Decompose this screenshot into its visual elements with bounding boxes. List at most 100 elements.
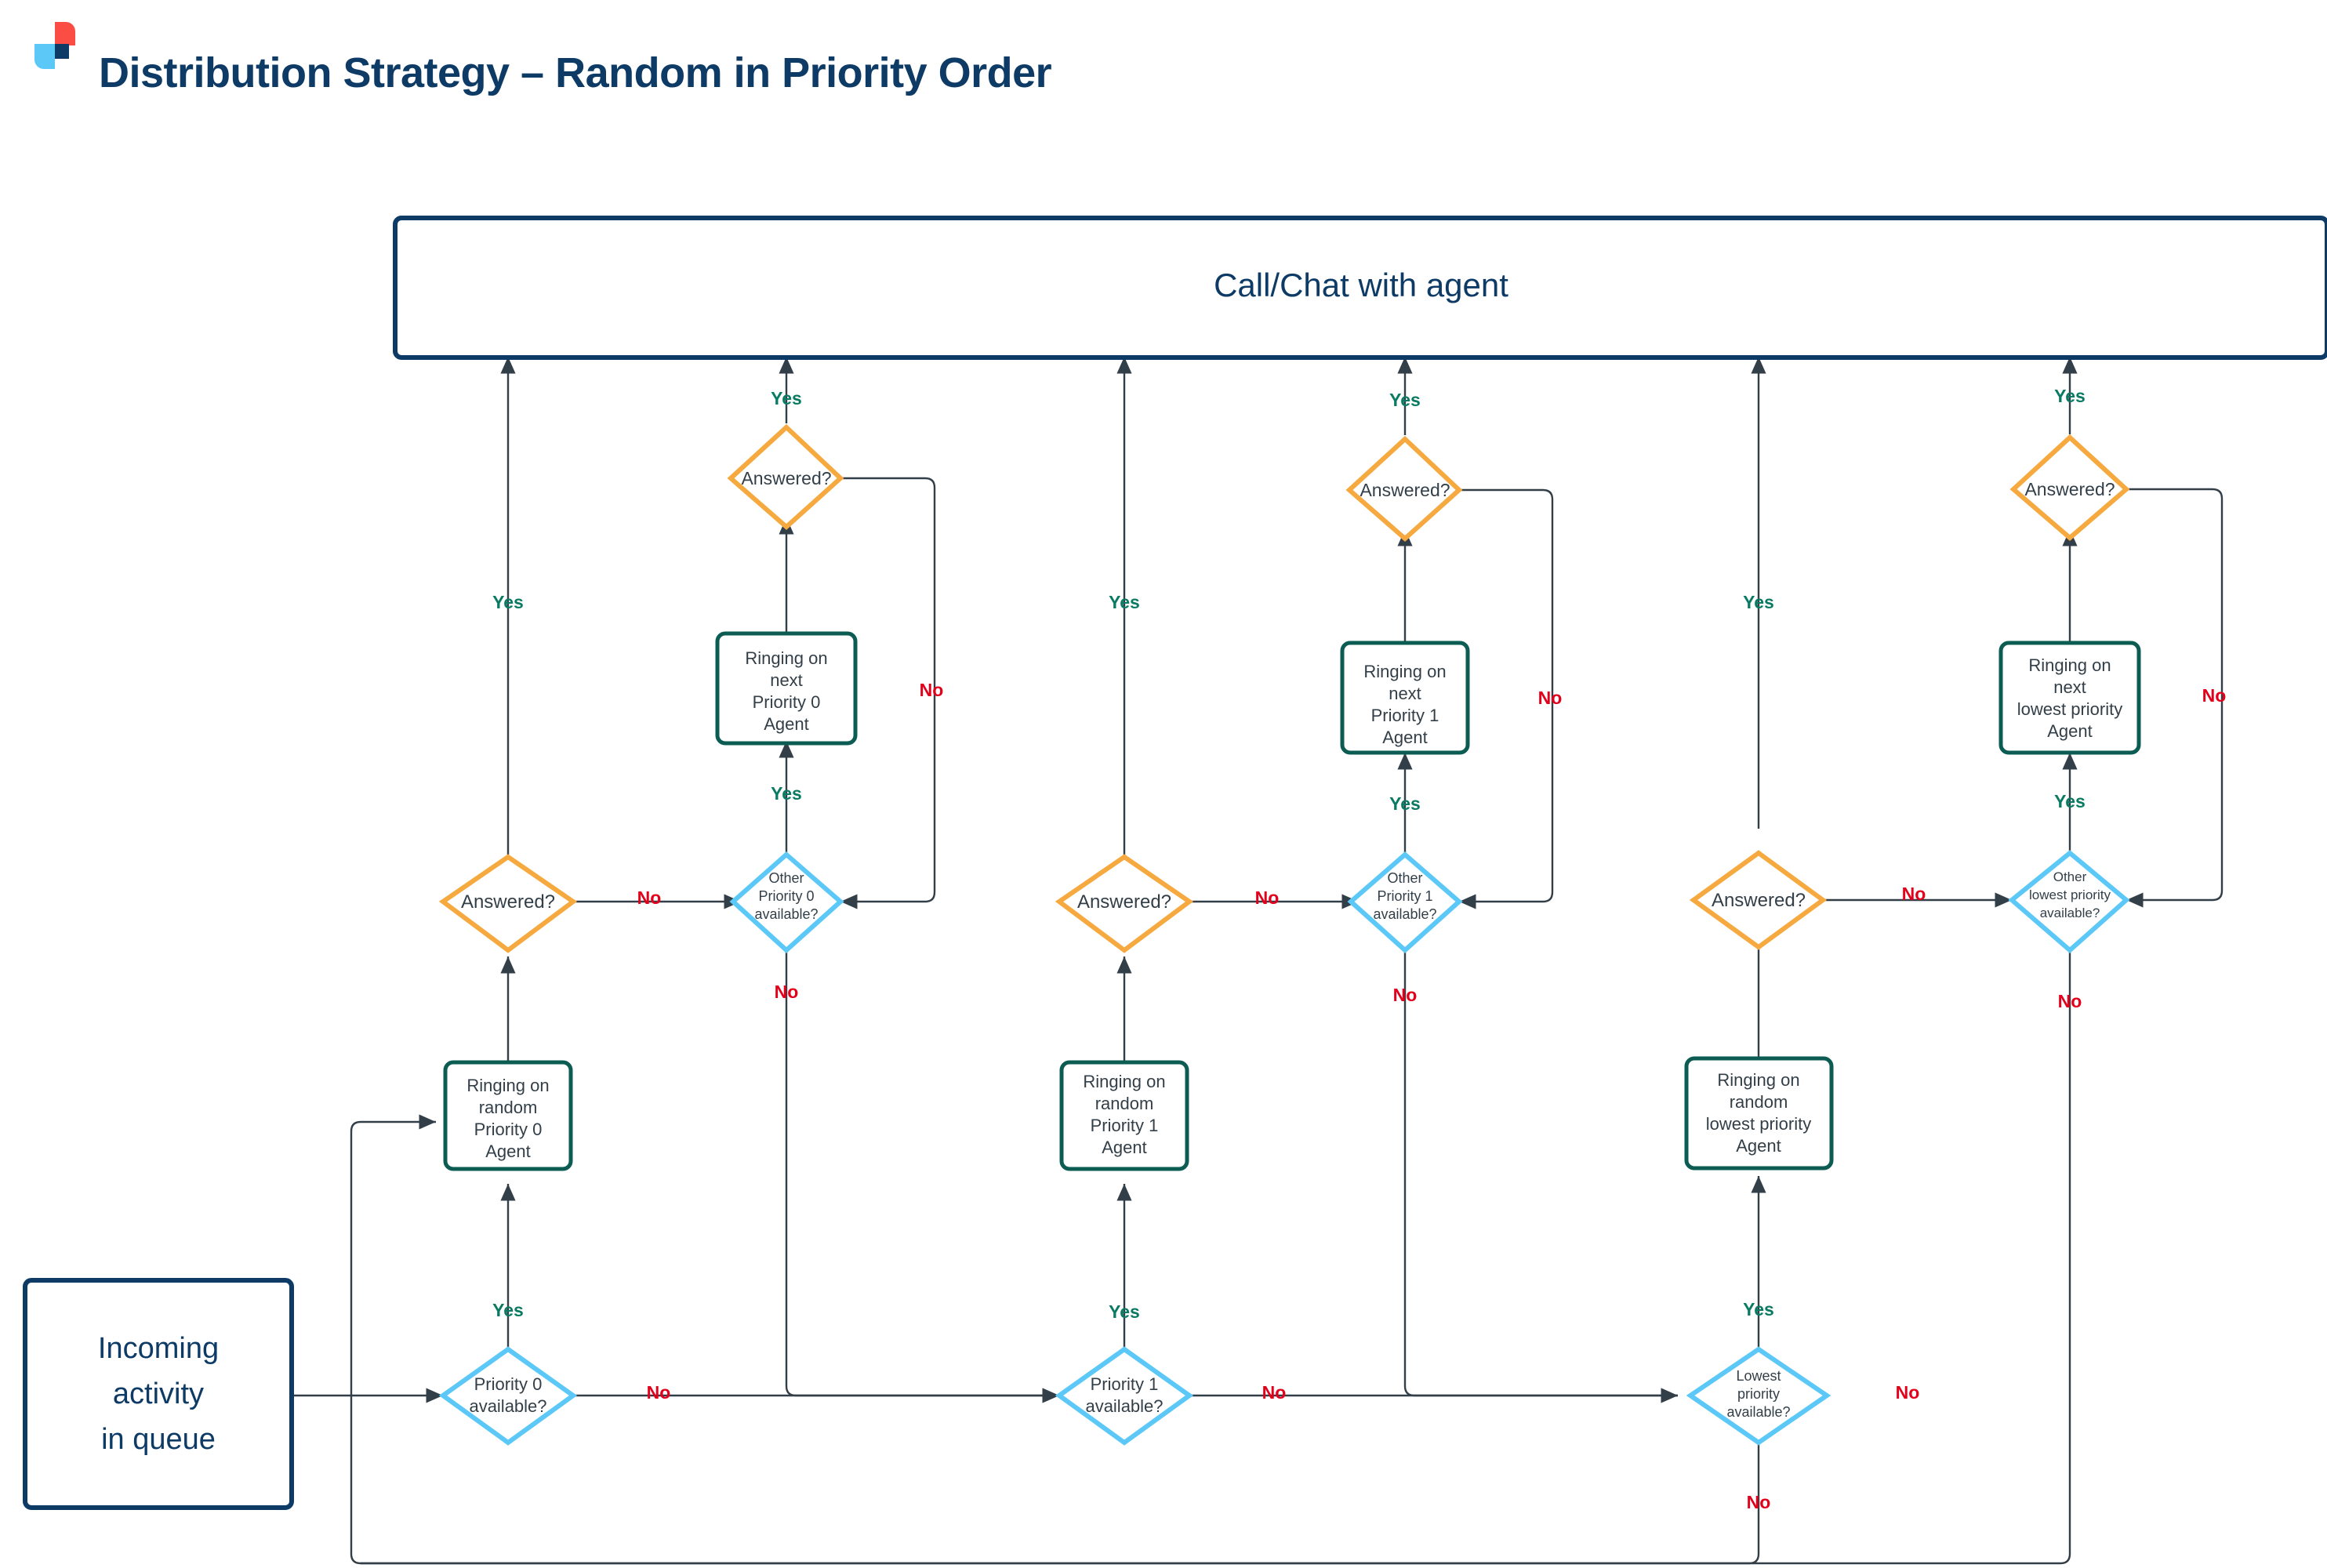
label-p1other-yes: Yes: [1389, 793, 1421, 814]
lp-other-l3: available?: [2040, 906, 2100, 920]
p0-other-l2: Priority 0: [758, 888, 814, 904]
p1-available-l2: available?: [1085, 1396, 1163, 1416]
node-incoming-activity[interactable]: Incoming activity in queue: [23, 1278, 294, 1510]
p1-other-l2: Priority 1: [1377, 888, 1432, 904]
node-ringing-next-lowest-priority[interactable]: Ringing on next lowest priority Agent: [1998, 641, 2141, 755]
p1-ring-random-box[interactable]: [1059, 1060, 1189, 1171]
node-answered-priority-0[interactable]: Answered?: [438, 854, 578, 953]
call-chat-box[interactable]: [393, 216, 2327, 360]
node-call-chat-with-agent[interactable]: Call/Chat with agent: [393, 216, 2327, 360]
node-answered-lowest-priority[interactable]: Answered?: [1689, 850, 1828, 950]
label-p1answered2-yes: Yes: [1389, 390, 1421, 410]
p1-other-diamond[interactable]: [1347, 851, 1463, 954]
p0-answered-diamond[interactable]: [438, 854, 578, 953]
lp-rand-l4: Agent: [1736, 1136, 1781, 1156]
p1-other-l3: available?: [1373, 906, 1436, 922]
incoming-l3: in queue: [101, 1423, 216, 1456]
p0-other-l1: Other: [768, 870, 804, 886]
p0-rand-l4: Agent: [485, 1142, 531, 1161]
edge-lpavail-no-return: [350, 1114, 1760, 1565]
lp-answered-label: Answered?: [1712, 890, 1806, 911]
p1-answered-diamond[interactable]: [1055, 854, 1194, 953]
page-header: Distribution Strategy – Random in Priori…: [0, 0, 2327, 149]
incoming-l2: activity: [113, 1377, 204, 1410]
edge-lpother-no-return: [361, 950, 2071, 1565]
p1-next-l4: Agent: [1382, 728, 1428, 747]
lp-available-l2: priority: [1737, 1386, 1780, 1402]
p1-next-l2: next: [1389, 684, 1421, 703]
edge-p1answered2-no-to-other: [1459, 488, 1554, 909]
node-ringing-next-priority-0[interactable]: Ringing on next Priority 0 Agent: [715, 631, 858, 746]
node-other-priority-0-available[interactable]: Other Priority 0 available?: [729, 851, 844, 954]
label-p0answered-yes: Yes: [492, 592, 524, 612]
node-other-lowest-priority-available[interactable]: Other lowest priority available?: [2008, 850, 2130, 953]
lp-available-diamond[interactable]: [1686, 1346, 1831, 1446]
lp-rand-l3: lowest priority: [1706, 1114, 1811, 1134]
node-answered-priority-1[interactable]: Answered?: [1055, 854, 1194, 953]
lp-other-l1: Other: [2053, 869, 2087, 884]
node-priority-0-available[interactable]: Priority 0 available?: [438, 1346, 578, 1446]
p0-available-l2: available?: [469, 1396, 546, 1416]
node-answered2-priority-1[interactable]: Answered?: [1345, 435, 1463, 543]
p1-rand-l3: Priority 1: [1091, 1116, 1159, 1135]
lp-ring-next-box[interactable]: [1998, 641, 2141, 755]
p0-answered2-diamond[interactable]: [727, 423, 844, 531]
p1-ring-next-box[interactable]: [1340, 641, 1470, 755]
p0-next-l1: Ringing on: [745, 648, 827, 668]
label-p0avail-no: No: [647, 1382, 671, 1403]
lp-other-l2: lowest priority: [2029, 887, 2111, 902]
p1-available-diamond[interactable]: [1055, 1346, 1194, 1446]
node-other-priority-1-available[interactable]: Other Priority 1 available?: [1347, 851, 1463, 954]
label-lpanswered2-yes: Yes: [2054, 386, 2086, 406]
label-p0answered2-yes: Yes: [771, 388, 802, 408]
lp-next-l4: Agent: [2047, 721, 2093, 741]
lp-answered2-diamond[interactable]: [2009, 434, 2130, 541]
p1-answered2-diamond[interactable]: [1345, 435, 1463, 543]
lp-available-l1: Lowest: [1736, 1368, 1781, 1384]
p1-next-l3: Priority 1: [1371, 706, 1439, 725]
label-p1answered2-no: No: [1538, 688, 1563, 708]
p1-other-l1: Other: [1387, 870, 1422, 886]
lp-ring-random-box[interactable]: [1684, 1056, 1834, 1171]
label-lpanswered-no: No: [1902, 884, 1926, 904]
label-p1answered-no: No: [1255, 887, 1280, 908]
label-p1answered-yes: Yes: [1109, 592, 1140, 612]
p0-rand-l1: Ringing on: [466, 1076, 549, 1095]
p1-next-l1: Ringing on: [1363, 662, 1446, 681]
node-lowest-priority-available[interactable]: Lowest priority available?: [1686, 1346, 1831, 1446]
label-lpavail-no: No: [1896, 1382, 1920, 1403]
edge-labels-layer: Yes No Yes No Yes No Yes No Yes No Yes N…: [492, 386, 2226, 1512]
p0-other-diamond[interactable]: [729, 851, 844, 954]
p1-rand-l1: Ringing on: [1083, 1072, 1165, 1091]
p1-rand-l4: Agent: [1102, 1138, 1147, 1157]
incoming-l1: Incoming: [98, 1332, 219, 1365]
node-ringing-random-priority-1[interactable]: Ringing on random Priority 1 Agent: [1059, 1060, 1189, 1171]
incoming-activity-box[interactable]: [23, 1278, 294, 1510]
node-answered2-lowest-priority[interactable]: Answered?: [2009, 434, 2130, 541]
lp-next-l2: next: [2053, 677, 2086, 697]
label-p0avail-yes: Yes: [492, 1300, 524, 1320]
node-ringing-next-priority-1[interactable]: Ringing on next Priority 1 Agent: [1340, 641, 1470, 755]
page-title: Distribution Strategy – Random in Priori…: [99, 49, 1052, 96]
node-ringing-random-lowest-priority[interactable]: Ringing on random lowest priority Agent: [1684, 1056, 1834, 1171]
node-answered2-priority-0[interactable]: Answered?: [727, 423, 844, 531]
lp-answered-diamond[interactable]: [1689, 850, 1828, 950]
node-priority-1-available[interactable]: Priority 1 available?: [1055, 1346, 1194, 1446]
edge-lpanswered2-no-to-other: [2126, 488, 2224, 908]
p1-answered-label: Answered?: [1077, 891, 1171, 913]
p0-available-diamond[interactable]: [438, 1346, 578, 1446]
label-lpavail-no-2: No: [1747, 1492, 1771, 1512]
label-lpavail-yes: Yes: [1743, 1299, 1774, 1319]
lp-other-diamond[interactable]: [2008, 850, 2130, 953]
brand-logo: [34, 22, 75, 69]
lp-next-l1: Ringing on: [2028, 655, 2111, 675]
p0-answered-label: Answered?: [461, 891, 555, 913]
edge-p1other-no-to-lpavail: [1403, 950, 1678, 1403]
call-chat-label: Call/Chat with agent: [1214, 267, 1508, 303]
node-ringing-random-priority-0[interactable]: Ringing on random Priority 0 Agent: [443, 1060, 573, 1171]
label-p0answered2-no: No: [920, 680, 944, 700]
lp-available-l3: available?: [1726, 1404, 1790, 1420]
p0-ring-next-box[interactable]: [715, 631, 858, 746]
p0-ring-random-box[interactable]: [443, 1060, 573, 1171]
label-lpanswered-yes: Yes: [1743, 592, 1774, 612]
